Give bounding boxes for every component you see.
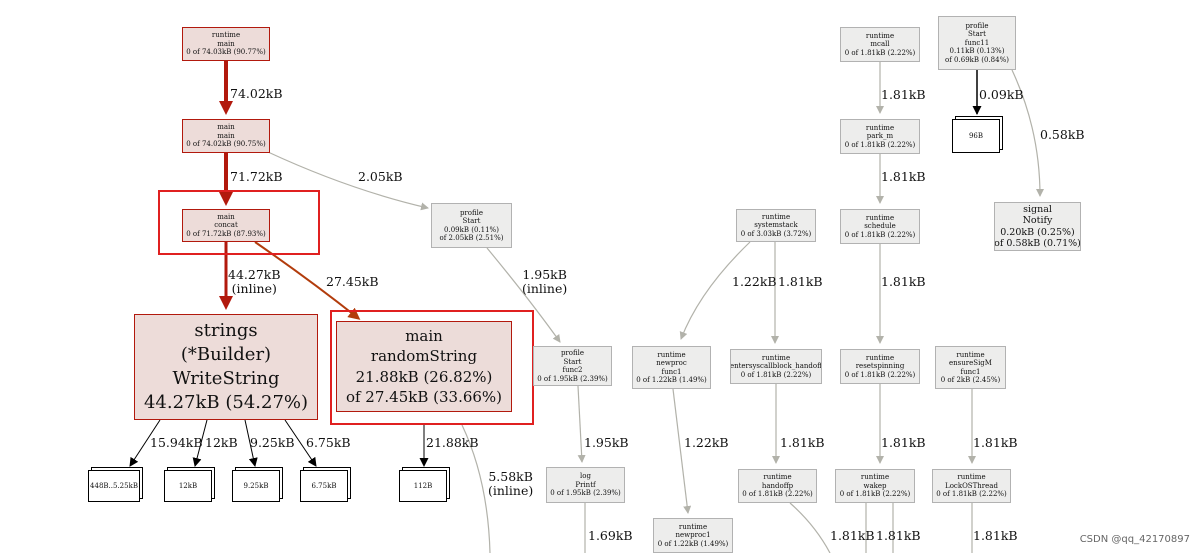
edge-label-writestring-675kb: 6.75kB — [306, 435, 351, 450]
edge-label-handoffp-out: 1.81kB — [830, 528, 875, 543]
node-profile-start-func11[interactable]: profile Start func11 0.11kB (0.13%) of 0… — [938, 16, 1016, 70]
node-runtime-park-m[interactable]: runtime park_m 0 of 1.81kB (2.22%) — [840, 119, 920, 154]
node-runtime-mcall[interactable]: runtime mcall 0 of 1.81kB (2.22%) — [840, 27, 920, 62]
edge-label-main-profile: 2.05kB — [358, 169, 403, 184]
node-log-printf[interactable]: log Printf 0 of 1.95kB (2.39%) — [546, 467, 625, 503]
edge-label-writestring-448b: 15.94kB — [150, 435, 203, 450]
edge-profile-start-to-func2 — [486, 247, 561, 343]
edge-main-main-to-profile-start — [267, 151, 429, 211]
edge-label-func11-96b: 0.09kB — [979, 87, 1024, 102]
block-6-75kb[interactable]: 6.75kB — [300, 470, 348, 502]
edge-label-randomstring-out: 5.58kB (inline) — [488, 469, 534, 498]
node-runtime-wakep[interactable]: runtime wakep 0 of 1.81kB (2.22%) — [835, 469, 915, 503]
edge-systemstack-to-newproc-func1 — [679, 241, 751, 340]
watermark: CSDN @qq_42170897 — [1079, 534, 1190, 545]
edge-label-newproc-newproc1: 1.22kB — [684, 435, 729, 450]
edge-concat-to-randomstring — [254, 241, 361, 320]
edge-randomstring-outgoing — [461, 424, 491, 553]
block-112b[interactable]: 112B — [399, 470, 447, 502]
edge-writestring-to-925kb — [244, 419, 258, 467]
node-profile-start[interactable]: profile Start 0.09kB (0.11%) of 2.05kB (… — [431, 203, 512, 248]
edge-label-resetspinning-wakep: 1.81kB — [881, 435, 926, 450]
edge-writestring-to-12kb — [192, 419, 208, 467]
edge-label-mcall-park: 1.81kB — [881, 87, 926, 102]
block-448b-5-25kb[interactable]: 448B..5.25kB — [88, 470, 140, 502]
block-12kb[interactable]: 12kB — [164, 470, 212, 502]
edge-label-randomstring-112b: 21.88kB — [426, 435, 479, 450]
node-runtime-lockosthread[interactable]: runtime LockOSThread 0 of 1.81kB (2.22%) — [932, 469, 1011, 503]
edge-newproc-func1-to-newproc1 — [672, 388, 692, 514]
edge-label-systemstack-entersyscall: 1.81kB — [778, 274, 823, 289]
edge-label-systemstack-newproc: 1.22kB — [732, 274, 777, 289]
edge-label-writestring-925kb: 9.25kB — [250, 435, 295, 450]
node-runtime-newproc-func1[interactable]: runtime newproc func1 0 of 1.22kB (1.49%… — [632, 346, 711, 389]
edge-label-concat-writestring: 44.27kB (inline) — [228, 267, 281, 296]
node-main-randomstring[interactable]: main randomString 21.88kB (26.82%) of 27… — [336, 321, 512, 412]
node-main-concat[interactable]: main concat 0 of 71.72kB (87.93%) — [182, 209, 270, 242]
node-runtime-handoffp[interactable]: runtime handoffp 0 of 1.81kB (2.22%) — [738, 469, 817, 503]
node-runtime-schedule[interactable]: runtime schedule 0 of 1.81kB (2.22%) — [840, 209, 920, 244]
highlight-concat — [158, 190, 320, 255]
edge-writestring-to-448b — [129, 419, 161, 467]
edge-label-profile-func2: 1.95kB (inline) — [522, 267, 568, 296]
edge-label-writestring-12kb: 12kB — [205, 435, 238, 450]
node-runtime-newproc1[interactable]: runtime newproc1 0 of 1.22kB (1.49%) — [653, 518, 733, 553]
edge-label-log-out: 1.69kB — [588, 528, 633, 543]
node-profile-start-func2[interactable]: profile Start func2 0 of 1.95kB (2.39%) — [533, 346, 612, 386]
edge-handoffp-outgoing — [789, 502, 831, 553]
edge-label-schedule-resetspinning: 1.81kB — [881, 274, 926, 289]
edge-label-wakep-out: 1.81kB — [876, 528, 921, 543]
node-runtime-entersyscallblock-handoff[interactable]: runtime entersyscallblock_handoff 0 of 1… — [730, 349, 822, 384]
edge-label-func11-signal: 0.58kB — [1040, 127, 1085, 142]
edge-label-func2-log: 1.95kB — [584, 435, 629, 450]
block-9-25kb[interactable]: 9.25kB — [232, 470, 280, 502]
edge-func2-to-log-printf — [577, 385, 586, 463]
edge-label-entersyscall-handoffp: 1.81kB — [780, 435, 825, 450]
node-runtime-systemstack[interactable]: runtime systemstack 0 of 3.03kB (3.72%) — [736, 209, 816, 242]
edge-label-park-schedule: 1.81kB — [881, 169, 926, 184]
edge-label-runtime-main: 74.02kB — [230, 86, 283, 101]
edge-label-ensuresigm-lockosthread: 1.81kB — [973, 435, 1018, 450]
node-strings-builder-writestring[interactable]: strings (*Builder) WriteString 44.27kB (… — [134, 314, 318, 420]
edge-label-main-concat: 71.72kB — [230, 169, 283, 184]
node-runtime-main[interactable]: runtime main 0 of 74.03kB (90.77%) — [182, 27, 270, 61]
edge-writestring-to-675kb — [284, 419, 317, 467]
node-main-main[interactable]: main main 0 of 74.02kB (90.75%) — [182, 119, 270, 153]
edge-label-lockosthread-out: 1.81kB — [973, 528, 1018, 543]
block-96b[interactable]: 96B — [952, 119, 1000, 153]
node-runtime-ensuresigm-func1[interactable]: runtime ensureSigM func1 0 of 2kB (2.45%… — [935, 346, 1006, 389]
edge-label-concat-randomstring: 27.45kB — [326, 274, 379, 289]
node-runtime-resetspinning[interactable]: runtime resetspinning 0 of 1.81kB (2.22%… — [840, 349, 920, 384]
edge-func11-to-signal-notify — [1011, 69, 1044, 197]
node-signal-notify[interactable]: signal Notify 0.20kB (0.25%) of 0.58kB (… — [994, 202, 1081, 251]
